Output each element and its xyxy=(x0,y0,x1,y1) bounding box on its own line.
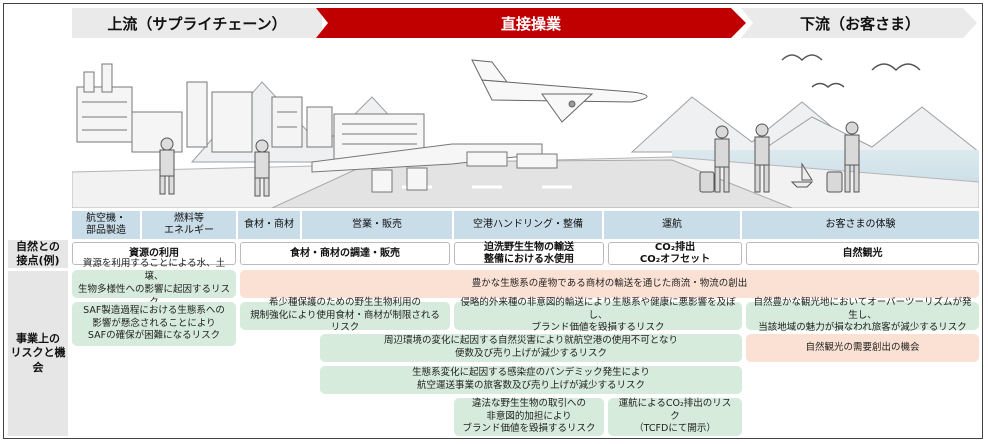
risk-invasive-species: 侵略的外来種の非意図的輸送により生態系や健康に悪影響を及ぼし、 ブランド価値を毀… xyxy=(454,297,742,333)
stage-fuel-energy: 燃料等 エネルギー xyxy=(142,211,238,239)
stage-flight-operation: 運航 xyxy=(604,211,742,239)
phase-downstream-arrow xyxy=(741,8,977,38)
risk-co2-emission: 運航によるCO₂排出のリスク （TCFDにて開示） xyxy=(608,398,742,436)
phase-upstream: 上流（サプライチェーン） xyxy=(72,8,322,38)
risk-resource-impact: 資源を利用することによる水、土壌、 生物多様性への影響に起因するリスク xyxy=(72,258,236,308)
worker-icon xyxy=(159,137,270,197)
opportunity-nature-tourism: 自然観光の需要創出の機会 xyxy=(746,334,979,362)
contact-nature-tourism: 自然観光 xyxy=(746,242,979,265)
risk-wildlife-regulation: 希少種保護のための野生生物利用の 規制強化により使用食材・商材が制限されるリスク xyxy=(240,297,450,333)
airport-terminal-icon xyxy=(311,113,558,193)
contact-co2: CO₂排出 CO₂オフセット xyxy=(608,242,742,265)
bird-icon xyxy=(781,54,921,88)
row-label-contact: 自然との 接点(例) xyxy=(8,240,68,268)
stage-airport-handling: 空港ハンドリング・整備 xyxy=(454,211,604,239)
value-chain-illustration xyxy=(72,42,979,208)
stage-food-goods: 食材・商材 xyxy=(238,211,302,239)
phase-downstream: 下流（お客さま） xyxy=(799,14,920,33)
warehouse-icon xyxy=(271,96,333,148)
contact-procurement: 食材・商材の調達・販売 xyxy=(240,242,450,265)
contact-resource-use: 資源の利用 xyxy=(72,242,236,265)
phase-direct: 直接操業 xyxy=(500,14,561,33)
value-chain-diagram: 上流（サプライチェーン） 直接操業 下流（お客さま） xyxy=(3,3,983,439)
risk-overtourism: 自然豊かな観光地においてオーバーツーリズムが発生し、 当該地域の魅力が損なわれ旅… xyxy=(746,297,979,333)
opportunity-ecosystem-logistics: 豊かな生態系の産物である商材の輸送を通じた商流・物流の創出 xyxy=(240,270,979,298)
risk-illegal-wildlife-trade: 違法な野生生物の取引への 非意図的加担により ブランド価値を毀損するリスク xyxy=(454,398,604,436)
airplane-icon xyxy=(471,59,648,123)
stage-customer-experience: お客さまの体験 xyxy=(742,211,979,239)
risk-pandemic: 生態系変化に起因する感染症のパンデミック発生により 航空運送事業の旅客数及び売り… xyxy=(320,366,742,394)
risk-saf-supply: SAF製造過程における生態系への 影響が懸念されることにより SAFの確保が困難… xyxy=(72,302,236,346)
factory-icon xyxy=(76,63,253,153)
risk-natural-disaster: 周辺環境の変化に起因する自然災害により就航空港の使用不可となり 便数及び売り上げ… xyxy=(320,334,742,362)
stage-sales: 営業・販売 xyxy=(302,211,454,239)
stage-aircraft-manufacturing: 航空機・ 部品製造 xyxy=(72,211,142,239)
traveler-icon xyxy=(699,121,860,193)
phase-direct-arrow xyxy=(316,8,746,38)
row-label-risk: 事業上の リスクと機会 xyxy=(8,271,68,436)
contact-wildlife-water: 迫洗野生生物の輸送 整備における水使用 xyxy=(454,242,604,265)
